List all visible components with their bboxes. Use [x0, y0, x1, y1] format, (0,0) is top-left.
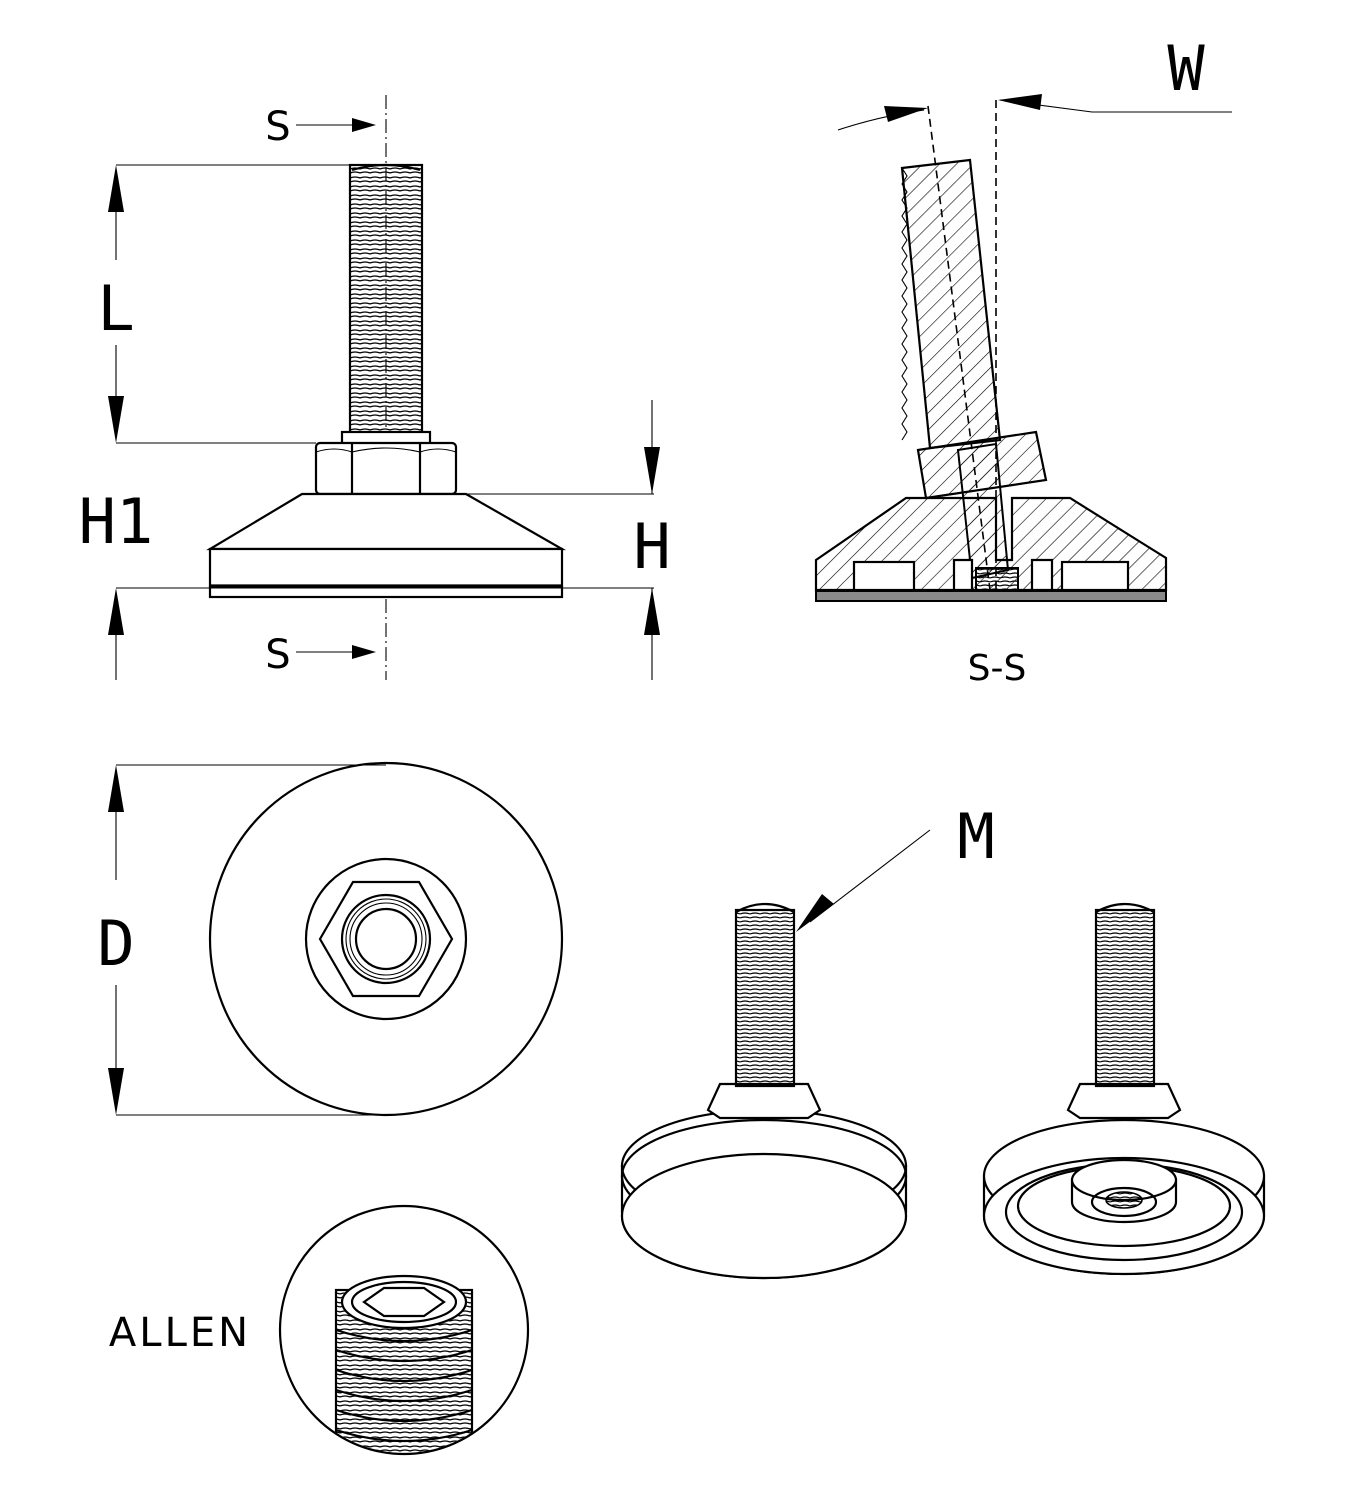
- label-L: L: [97, 272, 134, 345]
- label-D: D: [97, 907, 134, 980]
- allen-detail: ALLEN: [109, 1204, 530, 1456]
- allen-hex-socket: [362, 1286, 446, 1318]
- label-section: S-S: [968, 648, 1027, 689]
- label-W: W: [1167, 32, 1205, 105]
- label-H: H: [633, 510, 670, 583]
- iso2-grub-screw: [1105, 1191, 1143, 1209]
- label-M: M: [957, 800, 994, 873]
- iso1-stud: [734, 908, 796, 1088]
- section-stud: [900, 158, 1002, 450]
- iso-view-underside: [982, 902, 1266, 1276]
- iso2-stud: [1094, 908, 1156, 1088]
- label-H1: H1: [79, 485, 154, 558]
- front-base-pad: [208, 585, 564, 599]
- section-view: W S-S: [814, 32, 1232, 689]
- label-S-bottom: S: [265, 632, 290, 678]
- section-grub-screw: [975, 567, 1019, 593]
- front-base-cone: [206, 492, 567, 551]
- front-view: L H1 H S S: [79, 95, 671, 680]
- section-pad: [815, 590, 1167, 602]
- label-allen: ALLEN: [109, 1310, 251, 1356]
- iso-view-plain: M: [620, 800, 995, 1280]
- front-stud: [348, 163, 424, 435]
- label-S-top: S: [265, 104, 290, 150]
- iso1-base-face: [620, 1152, 908, 1280]
- front-hex-nut: [314, 441, 458, 496]
- top-view: D: [97, 761, 564, 1117]
- front-base-rim: [208, 547, 564, 588]
